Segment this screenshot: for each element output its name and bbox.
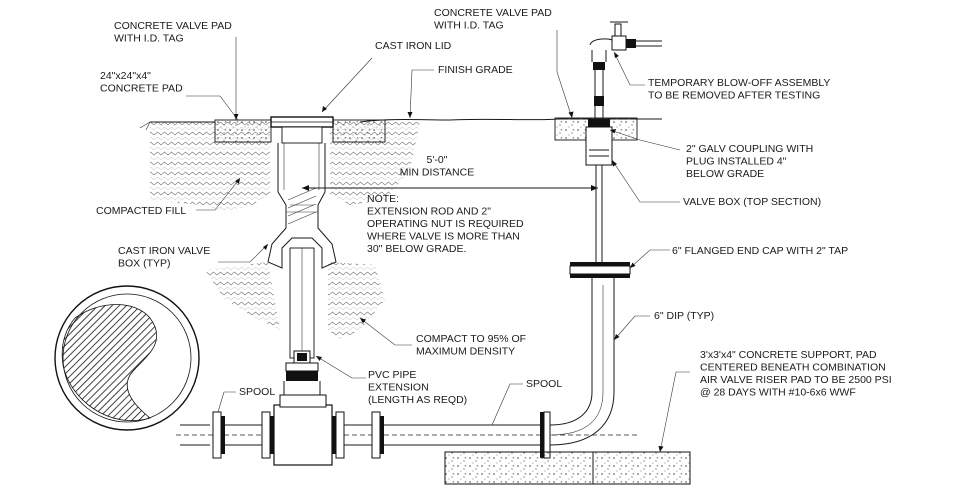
label-line: CONCRETE PAD	[100, 83, 183, 95]
label-line: MIN DISTANCE	[400, 167, 474, 179]
label-line: NOTE:	[367, 193, 399, 205]
label-line: 30" BELOW GRADE.	[367, 243, 466, 255]
label-line: CONCRETE VALVE PAD	[114, 20, 232, 32]
label-cast-iron-lid: CAST IRON LID	[375, 40, 452, 52]
concrete-support-pad	[444, 451, 691, 485]
label-line: WITH I.D. TAG	[434, 20, 504, 32]
label-line: 24"x24"x4"	[100, 70, 151, 82]
label-line: MAXIMUM DENSITY	[416, 346, 515, 358]
label-line: OPERATING NUT IS REQUIRED	[367, 218, 524, 230]
label-line: PVC PIPE	[368, 369, 416, 381]
label-line: WHERE VALVE IS MORE THAN	[367, 231, 520, 243]
label-line: SPOOL	[526, 378, 562, 390]
label-min-distance: 5'-0"MIN DISTANCE	[400, 154, 474, 179]
label-line: PLUG INSTALLED 4"	[686, 156, 787, 168]
label-line: AIR VALVE RISER PAD TO BE 2500 PSI	[700, 374, 892, 386]
label-spool-left: SPOOL	[239, 386, 275, 398]
label-line: 5'-0"	[427, 154, 448, 166]
label-line: SPOOL	[239, 386, 275, 398]
label-line: (LENGTH AS REQD)	[368, 394, 467, 406]
label-line: VALVE BOX (TOP SECTION)	[683, 196, 821, 208]
label-line: CENTERED BENEATH COMBINATION	[700, 362, 886, 374]
label-flanged-end-cap: 6" FLANGED END CAP WITH 2" TAP	[672, 245, 848, 257]
right-riser	[554, 21, 662, 285]
min-distance-dimension	[302, 185, 598, 191]
label-line: COMPACTED FILL	[96, 205, 186, 217]
label-valve-box-top: VALVE BOX (TOP SECTION)	[683, 196, 821, 208]
soil-hatching	[150, 122, 420, 340]
label-line: @ 28 DAYS WITH #10-6x6 WWF	[700, 387, 856, 399]
label-spool-right: SPOOL	[526, 378, 562, 390]
valve-box-left	[267, 143, 337, 381]
pipe-cross-section	[54, 285, 200, 431]
label-line: BOX (TYP)	[118, 258, 171, 270]
cast-iron-lid	[270, 116, 334, 144]
label-line: FINISH GRADE	[438, 64, 513, 76]
label-line: BELOW GRADE	[686, 168, 764, 180]
label-line: WITH I.D. TAG	[114, 33, 184, 45]
leader-lines	[186, 30, 690, 453]
label-line: 6" FLANGED END CAP WITH 2" TAP	[672, 245, 848, 257]
label-note: NOTE:EXTENSION ROD AND 2"OPERATING NUT I…	[367, 193, 524, 255]
concrete-pad-left	[214, 119, 386, 143]
label-finish-grade: FINISH GRADE	[438, 64, 513, 76]
label-line: CAST IRON VALVE	[118, 245, 210, 257]
label-line: CAST IRON LID	[375, 40, 452, 52]
main-pipe	[176, 285, 640, 466]
label-line: EXTENSION ROD AND 2"	[367, 206, 491, 218]
finish-grade-line	[139, 118, 662, 131]
label-line: TO BE REMOVED AFTER TESTING	[648, 90, 820, 102]
label-concrete-pad-24: 24"x24"x4"CONCRETE PAD	[100, 70, 183, 95]
label-line: 2" GALV COUPLING WITH	[686, 143, 813, 155]
label-line: COMPACT TO 95% OF	[416, 333, 526, 345]
label-line: EXTENSION	[368, 382, 429, 394]
label-line: TEMPORARY BLOW-OFF ASSEMBLY	[648, 77, 830, 89]
label-compacted-fill: COMPACTED FILL	[96, 205, 186, 217]
label-line: 6" DIP (TYP)	[654, 310, 714, 322]
label-line: CONCRETE VALVE PAD	[434, 7, 552, 19]
label-line: 3'x3'x4" CONCRETE SUPPORT, PAD	[700, 349, 877, 361]
label-dip: 6" DIP (TYP)	[654, 310, 714, 322]
